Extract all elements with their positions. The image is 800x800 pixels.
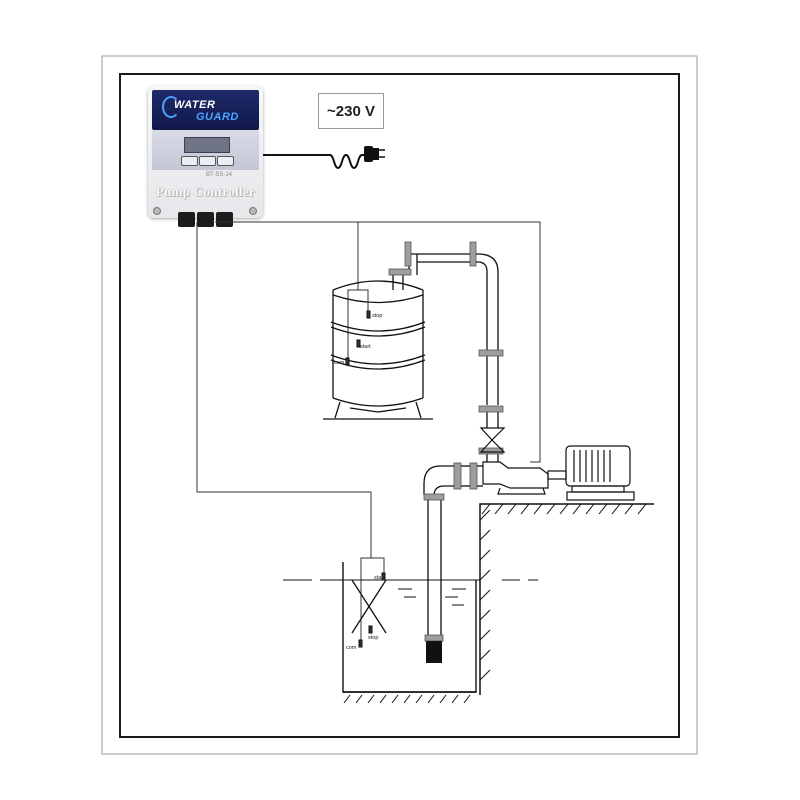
well-start-sensor [381, 572, 386, 581]
mode-key-button[interactable] [199, 156, 216, 166]
well-sensor-cage [351, 579, 387, 634]
electric-motor-icon [565, 445, 635, 501]
well-sensor-com-label: com [346, 645, 357, 651]
brand-line-2: GUARD [196, 111, 239, 123]
brand-line-1: WATER [174, 99, 216, 111]
control-wires [196, 221, 541, 640]
screw-right-icon [249, 207, 257, 215]
foot-valve-flange [424, 634, 444, 642]
ground-hatching [479, 503, 647, 681]
down-key-button[interactable] [181, 156, 198, 166]
tank-sensor-com-label: com [334, 360, 345, 366]
well-sensor-start-label: start [374, 575, 385, 581]
voltage-label: ~230 V [318, 93, 384, 129]
valve-icon [479, 427, 506, 453]
water-level-lines [283, 579, 538, 606]
well-floor-hatching [343, 694, 471, 704]
storage-tank [323, 280, 433, 420]
lcd-display [184, 137, 230, 153]
up-key-button[interactable] [217, 156, 234, 166]
cable-gland-2 [197, 212, 214, 227]
power-cable [263, 153, 366, 170]
power-plug-icon [364, 146, 385, 162]
tank-sensor-stop-label: stop [372, 313, 382, 319]
suction-pipe [423, 465, 483, 635]
well-level-sensors [358, 572, 386, 648]
controller-brand-panel: WATER GUARD [152, 90, 259, 130]
cable-gland-1 [178, 212, 195, 227]
well-com-sensor [358, 639, 363, 648]
inner-frame [119, 73, 680, 738]
outer-frame [101, 55, 698, 755]
tank-start-sensor [356, 339, 361, 348]
cable-gland-3 [216, 212, 233, 227]
water-drop-logo-icon [162, 96, 180, 118]
controller-model: BT-SS-14 [206, 172, 233, 178]
centrifugal-pump [482, 461, 567, 495]
pipe-flanges [388, 241, 504, 490]
well [342, 562, 477, 693]
screw-left-icon [153, 207, 161, 215]
controller-label: Pump Controller [155, 184, 256, 199]
water-guard-controller: WATER GUARD BT-SS-14 Pump Controller [148, 86, 263, 218]
tank-stop-sensor [366, 310, 371, 319]
suction-flange [423, 493, 445, 501]
well-stop-sensor [368, 625, 373, 634]
controller-front-panel [152, 130, 259, 170]
tank-level-sensors [345, 310, 371, 366]
tank-sensor-start-label: start [360, 344, 371, 350]
foot-valve-icon [426, 641, 442, 663]
well-sensor-stop-label: stop [368, 635, 378, 641]
ground-surface [479, 503, 654, 695]
tank-com-sensor [345, 357, 350, 366]
